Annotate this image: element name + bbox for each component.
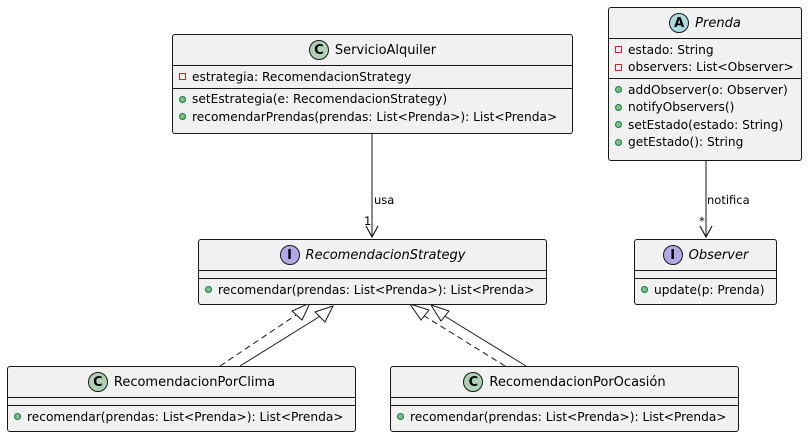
class-name: RecomendacionPorOcasión bbox=[489, 374, 666, 390]
attribute-text: estado: String bbox=[628, 42, 714, 57]
public-marker-icon bbox=[205, 286, 212, 294]
usa-multiplicity: 1 bbox=[364, 214, 372, 228]
methods-section: setEstrategia(e: RecomendacionStrategy) … bbox=[173, 89, 572, 128]
method-row: recomendarPrendas(prendas: List<Prenda>)… bbox=[173, 108, 572, 126]
attributes-section: estrategia: RecomendacionStrategy bbox=[173, 66, 572, 89]
method-row: notifyObservers() bbox=[609, 99, 801, 117]
ocasion-generalization-arrowhead bbox=[429, 304, 450, 322]
class-badge-icon: C bbox=[308, 40, 329, 60]
methods-section: recomendar(prendas: List<Prenda>): List<… bbox=[8, 406, 355, 428]
clima-realization-arrowhead bbox=[291, 301, 312, 321]
class-name: Observer bbox=[688, 247, 749, 263]
methods-section: recomendar(prendas: List<Prenda>): List<… bbox=[391, 406, 738, 428]
attributes-section bbox=[635, 271, 776, 279]
private-marker-icon bbox=[179, 73, 186, 81]
public-marker-icon bbox=[615, 138, 622, 146]
method-row: recomendar(prendas: List<Prenda>): List<… bbox=[199, 281, 546, 299]
class-name: RecomendacionPorClima bbox=[113, 374, 276, 390]
clima-realization-line bbox=[219, 310, 303, 367]
interface-observer[interactable]: I Observer update(p: Prenda) bbox=[634, 239, 777, 305]
method-row: recomendar(prendas: List<Prenda>): List<… bbox=[391, 408, 738, 426]
abstract-badge-icon: A bbox=[669, 13, 690, 33]
public-marker-icon bbox=[179, 113, 186, 121]
class-header: I RecomendacionStrategy bbox=[199, 240, 546, 271]
method-text: notifyObservers() bbox=[628, 100, 735, 115]
attributes-section bbox=[391, 398, 738, 406]
notifica-label: notifica bbox=[707, 193, 750, 207]
class-servicio-alquiler[interactable]: C ServicioAlquiler estrategia: Recomenda… bbox=[172, 34, 573, 134]
interface-recomendacion-strategy[interactable]: I RecomendacionStrategy recomendar(prend… bbox=[198, 239, 547, 305]
attribute-row: estado: String bbox=[609, 41, 801, 59]
attribute-text: estrategia: RecomendacionStrategy bbox=[192, 69, 412, 84]
private-marker-icon bbox=[615, 63, 622, 71]
method-text: update(p: Prenda) bbox=[654, 282, 765, 297]
ocasion-realization-arrowhead bbox=[408, 303, 430, 321]
class-header: I Observer bbox=[635, 240, 776, 271]
methods-section: addObserver(o: Observer) notifyObservers… bbox=[609, 79, 801, 153]
method-row: recomendar(prendas: List<Prenda>): List<… bbox=[8, 408, 355, 426]
attributes-section bbox=[8, 398, 355, 406]
class-header: C RecomendacionPorClima bbox=[8, 367, 355, 398]
private-marker-icon bbox=[615, 46, 622, 54]
class-prenda[interactable]: A Prenda estado: String observers: List<… bbox=[608, 7, 802, 161]
ocasion-realization-line bbox=[417, 311, 506, 367]
method-text: setEstrategia(e: RecomendacionStrategy) bbox=[192, 92, 448, 107]
attribute-row: estrategia: RecomendacionStrategy bbox=[173, 68, 572, 86]
usa-arrowhead bbox=[365, 225, 379, 239]
class-name: Prenda bbox=[695, 15, 741, 31]
attributes-section bbox=[199, 271, 546, 279]
method-text: recomendarPrendas(prendas: List<Prenda>)… bbox=[192, 109, 558, 124]
method-text: recomendar(prendas: List<Prenda>): List<… bbox=[218, 282, 535, 297]
usa-label: usa bbox=[374, 193, 395, 207]
method-row: setEstrategia(e: RecomendacionStrategy) bbox=[173, 91, 572, 109]
method-row: getEstado(): String bbox=[609, 134, 801, 152]
notifica-arrowhead bbox=[699, 225, 713, 239]
attribute-text: observers: List<Observer> bbox=[628, 60, 794, 75]
class-name: RecomendacionStrategy bbox=[305, 247, 466, 263]
ocasion-generalization-line bbox=[437, 311, 527, 367]
class-header: C ServicioAlquiler bbox=[173, 35, 572, 66]
public-marker-icon bbox=[14, 413, 21, 421]
method-text: setEstado(estado: String) bbox=[628, 117, 784, 132]
class-recomendacion-por-ocasion[interactable]: C RecomendacionPorOcasión recomendar(pre… bbox=[390, 366, 739, 432]
clima-generalization-arrowhead bbox=[314, 305, 334, 323]
class-header: A Prenda bbox=[609, 8, 801, 39]
interface-badge-icon: I bbox=[662, 245, 683, 265]
class-badge-icon: C bbox=[87, 372, 108, 392]
method-text: recomendar(prendas: List<Prenda>): List<… bbox=[410, 409, 727, 424]
methods-section: update(p: Prenda) bbox=[635, 279, 776, 301]
interface-badge-icon: I bbox=[279, 245, 300, 265]
class-badge-icon: C bbox=[463, 372, 484, 392]
method-text: recomendar(prendas: List<Prenda>): List<… bbox=[27, 409, 344, 424]
notifica-multiplicity: * bbox=[699, 214, 705, 228]
public-marker-icon bbox=[615, 86, 622, 94]
method-row: update(p: Prenda) bbox=[635, 281, 776, 299]
attribute-row: observers: List<Observer> bbox=[609, 59, 801, 77]
class-recomendacion-por-clima[interactable]: C RecomendacionPorClima recomendar(prend… bbox=[7, 366, 356, 432]
class-name: ServicioAlquiler bbox=[334, 42, 437, 58]
public-marker-icon bbox=[615, 121, 622, 129]
attributes-section: estado: String observers: List<Observer> bbox=[609, 39, 801, 79]
method-text: getEstado(): String bbox=[628, 135, 744, 150]
public-marker-icon bbox=[397, 413, 404, 421]
clima-generalization-line bbox=[239, 314, 323, 367]
method-row: addObserver(o: Observer) bbox=[609, 81, 801, 99]
method-row: setEstado(estado: String) bbox=[609, 116, 801, 134]
public-marker-icon bbox=[641, 286, 648, 294]
class-header: C RecomendacionPorOcasión bbox=[391, 367, 738, 398]
method-text: addObserver(o: Observer) bbox=[628, 82, 788, 97]
public-marker-icon bbox=[615, 103, 622, 111]
methods-section: recomendar(prendas: List<Prenda>): List<… bbox=[199, 279, 546, 301]
public-marker-icon bbox=[179, 95, 186, 103]
